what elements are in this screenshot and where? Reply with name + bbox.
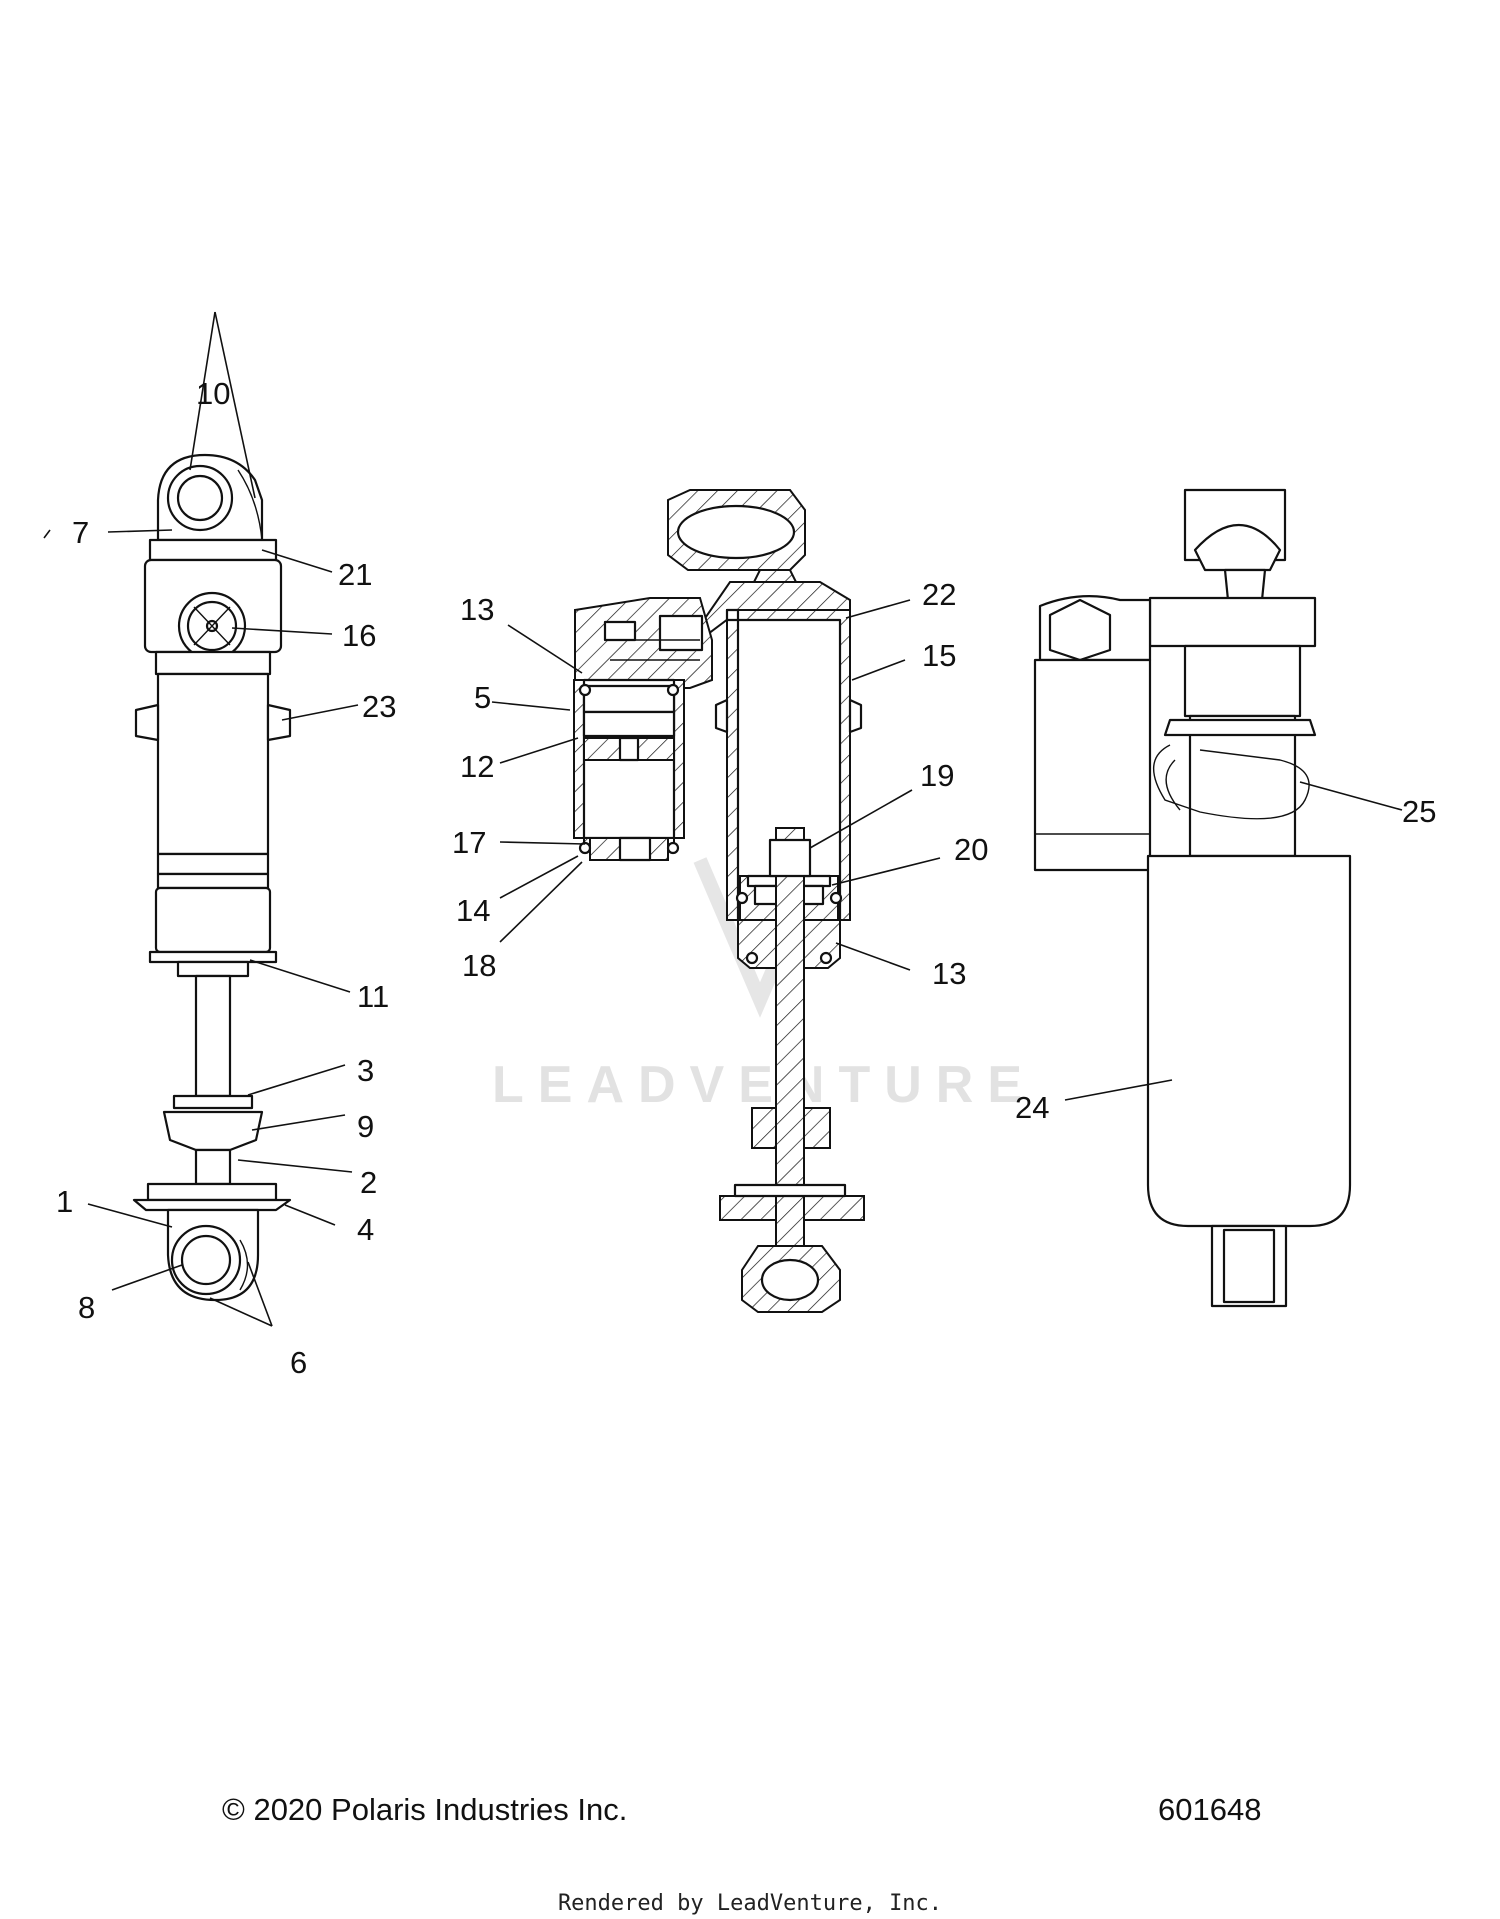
callout-1: 1 xyxy=(56,1184,73,1219)
callout-4: 4 xyxy=(357,1212,374,1247)
callout-17: 17 xyxy=(452,825,486,860)
callout-16: 16 xyxy=(342,618,376,653)
callout-11: 11 xyxy=(357,979,389,1014)
callout-13-lower: 13 xyxy=(932,956,966,991)
shock-cross-section-view xyxy=(573,489,865,1313)
callout-13-upper: 13 xyxy=(460,592,494,627)
shock-assembled-view xyxy=(1033,488,1352,1308)
callout-10: 10 xyxy=(196,376,230,411)
callout-21: 21 xyxy=(338,557,372,592)
callout-22: 22 xyxy=(922,577,956,612)
callout-5: 5 xyxy=(474,680,491,715)
callout-labels: 10 7 21 16 23 11 3 9 2 1 4 8 6 13 5 12 1… xyxy=(56,376,1436,1380)
callout-24: 24 xyxy=(1015,1090,1049,1125)
shock-exterior-view xyxy=(132,453,292,1302)
callout-12: 12 xyxy=(460,749,494,784)
callout-9: 9 xyxy=(357,1109,374,1144)
diagram-number: 601648 xyxy=(1158,1792,1262,1827)
watermark-text: LEADVENTURE xyxy=(492,1056,1036,1114)
callout-3: 3 xyxy=(357,1053,374,1088)
render-credit: Rendered by LeadVenture, Inc. xyxy=(557,1891,943,1916)
callout-20: 20 xyxy=(954,832,988,867)
leader-lines xyxy=(43,311,1403,1327)
callout-2: 2 xyxy=(360,1165,377,1200)
callout-18: 18 xyxy=(462,948,496,983)
callout-19: 19 xyxy=(920,758,954,793)
callout-15: 15 xyxy=(922,638,956,673)
callout-23: 23 xyxy=(362,689,396,724)
callout-6: 6 xyxy=(290,1345,307,1380)
callout-25: 25 xyxy=(1402,794,1436,829)
callout-7: 7 xyxy=(72,515,89,550)
copyright-notice: © 2020 Polaris Industries Inc. xyxy=(222,1792,628,1827)
callout-8: 8 xyxy=(78,1290,95,1325)
callout-14: 14 xyxy=(456,893,490,928)
